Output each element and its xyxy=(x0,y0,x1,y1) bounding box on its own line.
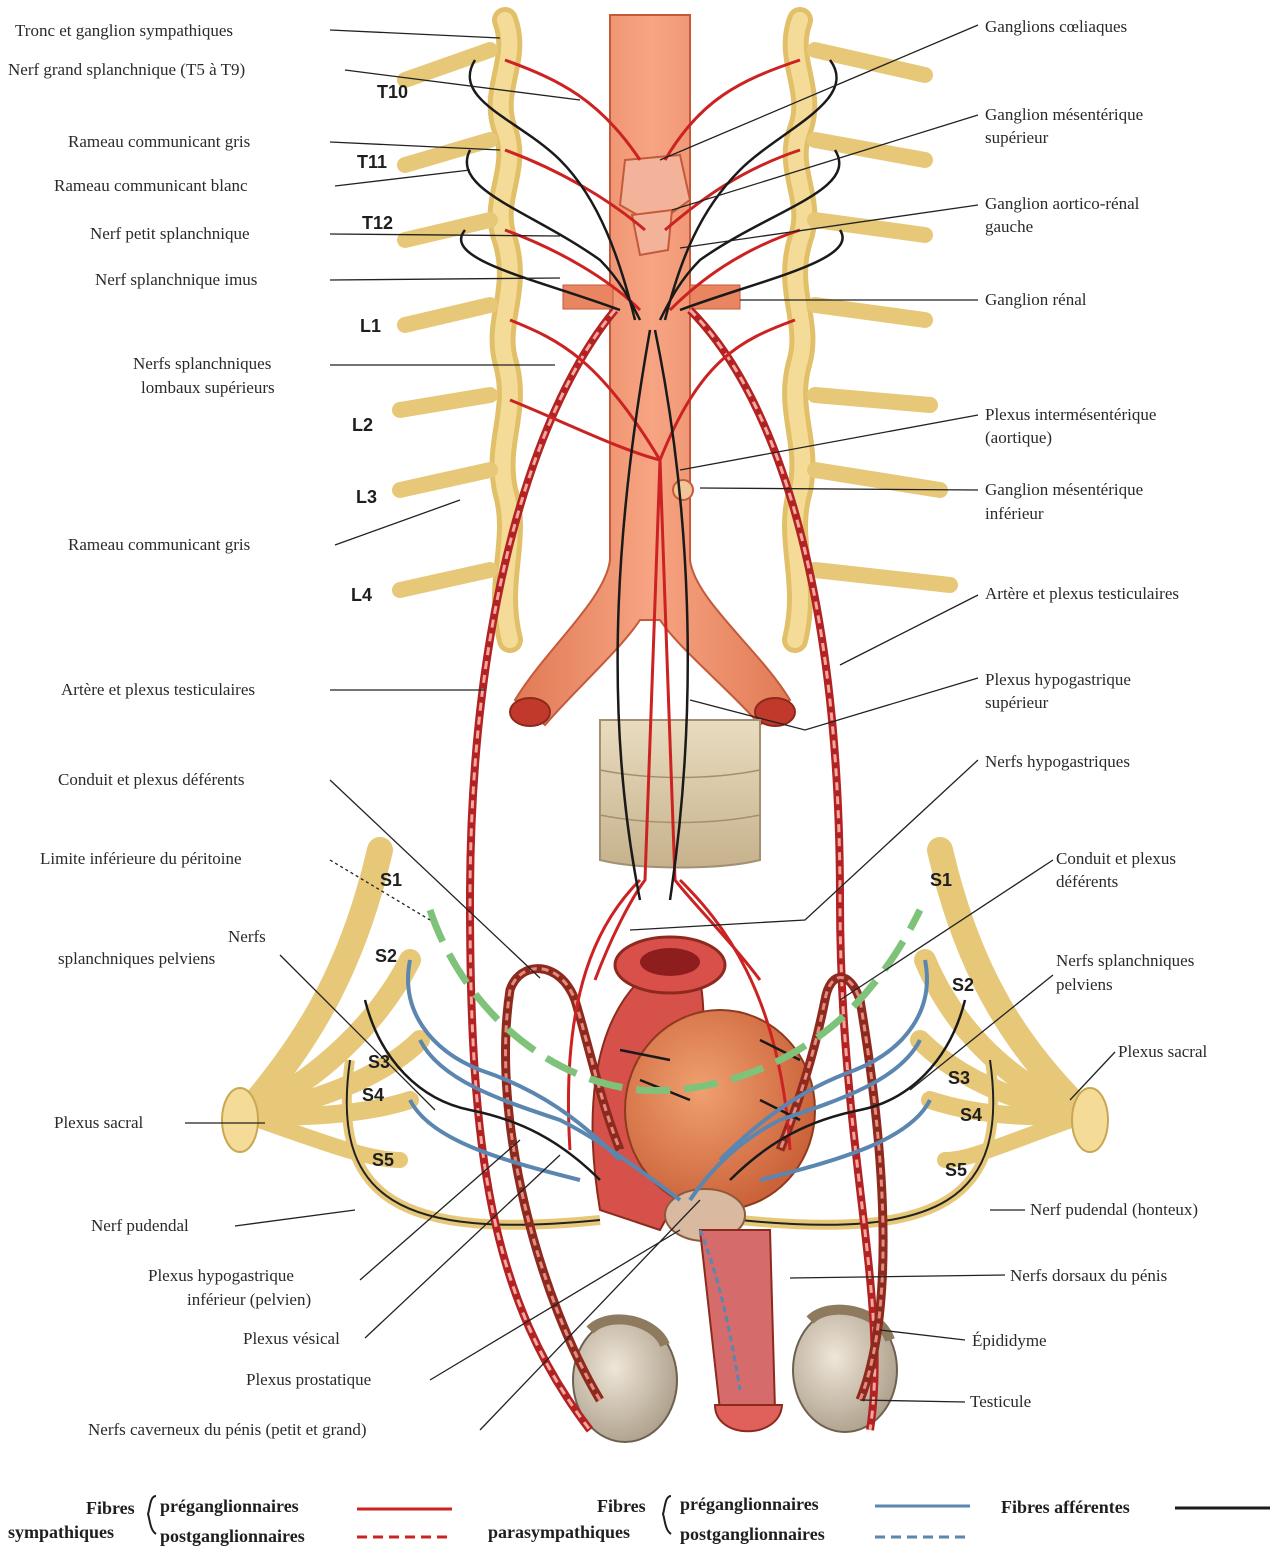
label-conduit-plexus-deferents-right-1: Conduit et plexus xyxy=(1056,848,1176,870)
legend-sympathetic-title-2: sympathiques xyxy=(8,1520,114,1544)
label-plexus-hypogastrique-superieur-2: supérieur xyxy=(985,692,1048,714)
level-S3-right: S3 xyxy=(948,1068,970,1089)
label-conduit-plexus-deferents-left: Conduit et plexus déférents xyxy=(58,769,245,791)
level-L4: L4 xyxy=(351,585,372,606)
sacral-plexus-right xyxy=(920,850,1108,1160)
level-S4-left: S4 xyxy=(362,1085,384,1106)
label-rameau-communicant-gris-1: Rameau communicant gris xyxy=(68,131,250,153)
label-artere-plexus-testiculaires-right: Artère et plexus testiculaires xyxy=(985,583,1179,605)
label-plexus-hypogastrique-inferieur-1: Plexus hypogastrique xyxy=(148,1265,294,1287)
level-T11: T11 xyxy=(357,152,387,173)
level-T10: T10 xyxy=(377,82,408,103)
label-ganglion-mesenterique-superieur-1: Ganglion mésentérique xyxy=(985,104,1143,126)
legend-para-post: postganglionnaires xyxy=(680,1522,825,1546)
level-S5-right: S5 xyxy=(945,1160,967,1181)
legend-para-pre: préganglionnaires xyxy=(680,1492,819,1516)
legend-symp-pre: préganglionnaires xyxy=(160,1494,299,1518)
level-S4-right: S4 xyxy=(960,1105,982,1126)
label-nerfs-pelviens-left-2: splanchniques pelviens xyxy=(58,948,215,970)
sacral-plexus-left xyxy=(222,850,420,1160)
label-plexus-sacral-right: Plexus sacral xyxy=(1118,1041,1207,1063)
level-S2-right: S2 xyxy=(952,975,974,996)
level-S1-left: S1 xyxy=(380,870,402,891)
label-nerfs-pelviens-right-2: pelviens xyxy=(1056,974,1113,996)
label-lombaux-superieurs: lombaux supérieurs xyxy=(141,377,275,399)
legend-afferent: Fibres afférentes xyxy=(1001,1495,1130,1519)
label-epididyme: Épididyme xyxy=(972,1330,1047,1352)
label-nerfs-pelviens-right-1: Nerfs splanchniques xyxy=(1056,950,1194,972)
label-ganglion-mesenterique-superieur-2: supérieur xyxy=(985,127,1048,149)
label-plexus-hypogastrique-inferieur-2: inférieur (pelvien) xyxy=(187,1289,311,1311)
level-T12: T12 xyxy=(362,213,393,234)
label-plexus-intermesenterique-2: (aortique) xyxy=(985,427,1052,449)
label-plexus-prostatique: Plexus prostatique xyxy=(246,1369,371,1391)
label-testicule: Testicule xyxy=(970,1391,1031,1413)
label-nerf-pudendal-right: Nerf pudendal (honteux) xyxy=(1030,1199,1198,1221)
label-nerfs-splanchniques-lombaux: Nerfs splanchniques xyxy=(133,353,271,375)
label-nerfs-pelviens-left-1: Nerfs xyxy=(228,926,266,948)
level-S2-left: S2 xyxy=(375,946,397,967)
label-artere-plexus-testiculaires-left: Artère et plexus testiculaires xyxy=(61,679,255,701)
label-plexus-hypogastrique-superieur-1: Plexus hypogastrique xyxy=(985,669,1131,691)
label-ganglion-mesenterique-inferieur-2: inférieur xyxy=(985,503,1044,525)
level-S1-right: S1 xyxy=(930,870,952,891)
level-L1: L1 xyxy=(360,316,381,337)
legend-parasympathetic-title-1: Fibres xyxy=(597,1494,646,1518)
legend-parasympathetic-title-2: parasympathiques xyxy=(488,1520,630,1544)
label-nerf-grand-splanchnique: Nerf grand splanchnique (T5 à T9) xyxy=(8,59,245,81)
label-ganglion-aortico-renal-2: gauche xyxy=(985,216,1033,238)
legend-symp-post: postganglionnaires xyxy=(160,1524,305,1548)
label-ganglions-coeliaques: Ganglions cœliaques xyxy=(985,16,1127,38)
level-L2: L2 xyxy=(352,415,373,436)
legend-sympathetic-title-1: Fibres xyxy=(86,1496,135,1520)
label-nerfs-dorsaux-penis: Nerfs dorsaux du pénis xyxy=(1010,1265,1167,1287)
label-nerf-pudendal-left: Nerf pudendal xyxy=(91,1215,189,1237)
label-conduit-plexus-deferents-right-2: déférents xyxy=(1056,871,1118,893)
label-rameau-communicant-blanc: Rameau communicant blanc xyxy=(54,175,248,197)
label-ganglion-mesenterique-inferieur-1: Ganglion mésentérique xyxy=(985,479,1143,501)
label-ganglion-aortico-renal-1: Ganglion aortico-rénal xyxy=(985,193,1139,215)
level-S5-left: S5 xyxy=(372,1150,394,1171)
label-rameau-communicant-gris-2: Rameau communicant gris xyxy=(68,534,250,556)
level-L3: L3 xyxy=(356,487,377,508)
label-plexus-vesical: Plexus vésical xyxy=(243,1328,340,1350)
label-ganglion-renal: Ganglion rénal xyxy=(985,289,1087,311)
label-nerfs-hypogastriques: Nerfs hypogastriques xyxy=(985,751,1130,773)
label-plexus-sacral-left: Plexus sacral xyxy=(54,1112,143,1134)
label-nerfs-caverneux: Nerfs caverneux du pénis (petit et grand… xyxy=(88,1419,367,1441)
label-limite-peritoine: Limite inférieure du péritoine xyxy=(40,848,242,870)
level-S3-left: S3 xyxy=(368,1052,390,1073)
label-nerf-splanchnique-imus: Nerf splanchnique imus xyxy=(95,269,257,291)
aorta xyxy=(510,15,795,726)
label-plexus-intermesenterique-1: Plexus intermésentérique xyxy=(985,404,1156,426)
label-nerf-petit-splanchnique: Nerf petit splanchnique xyxy=(90,223,250,245)
label-tronc-sympathique: Tronc et ganglion sympathiques xyxy=(15,20,233,42)
